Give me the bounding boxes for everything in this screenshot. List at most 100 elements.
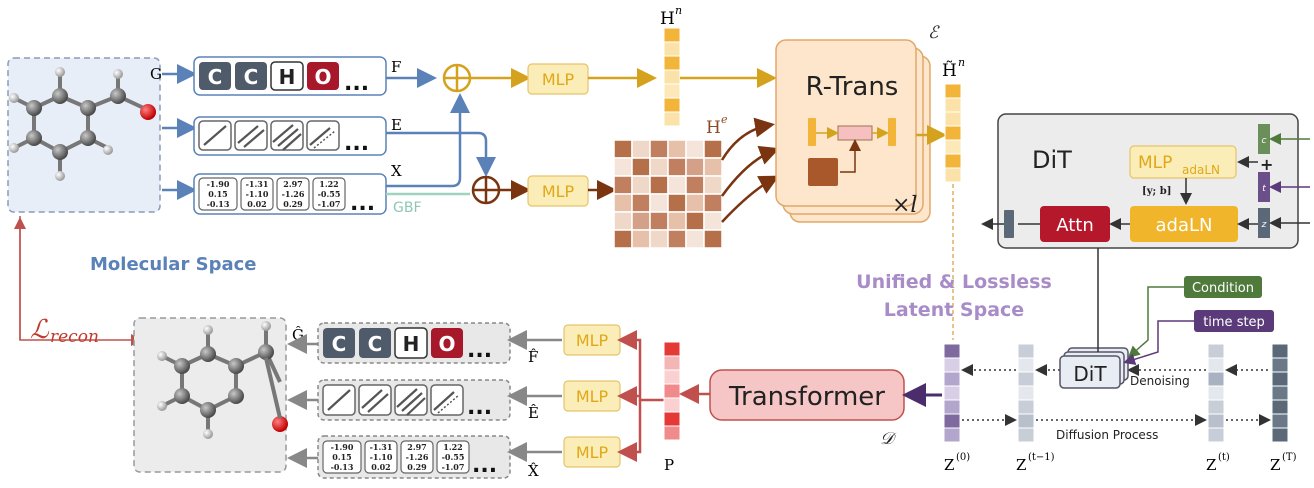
t-label: t xyxy=(1262,184,1266,194)
mlp-node-edge: MLP xyxy=(527,175,589,207)
latent-space-line2: Latent Space xyxy=(884,299,1024,321)
coord-value: -1.10 xyxy=(246,189,269,199)
atom-type-row-recon: C C H O ... xyxy=(317,322,511,364)
label-Fhat: F̂ xyxy=(528,348,538,366)
ellipsis: ... xyxy=(467,395,492,420)
coord-value: 0.29 xyxy=(283,199,303,209)
timestep-chip: time step xyxy=(1194,310,1274,332)
mlp-decoder-bond: MLP xyxy=(563,380,621,412)
atom-token: H xyxy=(279,65,296,89)
coord-value: -1.07 xyxy=(318,199,341,209)
coordinate-row: -1.90 0.15 -0.13 -1.31 -1.10 0.02 2.97 -… xyxy=(193,173,387,216)
attn-block: Attn xyxy=(1056,215,1094,236)
coord-value: -1.26 xyxy=(282,189,305,199)
label-X: X xyxy=(391,162,402,180)
label-Ehat: Ê xyxy=(528,404,539,422)
latent-Zt1: Z (t−1) xyxy=(1016,343,1055,474)
mlp-label: MLP xyxy=(576,331,609,350)
encoder-symbol: ℰ xyxy=(928,23,940,43)
coord-value: -0.55 xyxy=(442,452,465,462)
ellipsis: ... xyxy=(350,191,375,216)
edge-matrix xyxy=(613,139,723,249)
latent-space-line1: Unified & Lossless xyxy=(856,271,1052,293)
plus-sign: + xyxy=(1260,155,1273,174)
coord-value: 0.15 xyxy=(332,452,351,462)
recon-loss-symbol: ℒ xyxy=(30,315,50,345)
dit-title: DiT xyxy=(1032,146,1072,174)
atom-token: O xyxy=(438,332,455,356)
adaln-block: adaLN xyxy=(1156,215,1213,236)
molecular-space-label: Molecular Space xyxy=(90,254,256,275)
coord-value: -1.90 xyxy=(331,442,354,452)
decoder-symbol: 𝒟 xyxy=(880,429,897,449)
Zt1-label: Z xyxy=(1016,456,1026,474)
atom-token: C xyxy=(208,65,223,89)
ellipsis: ... xyxy=(344,131,369,156)
coord-value: -0.13 xyxy=(331,462,354,472)
layers-label: ×𝑙 xyxy=(892,193,917,218)
mlp-adaln-label: MLP xyxy=(1138,153,1172,173)
Zt-label: Z xyxy=(1206,456,1216,474)
coordinate-row-recon: -1.90 0.15 -0.13 -1.31 -1.10 0.02 2.97 -… xyxy=(317,435,511,479)
He-label: H xyxy=(706,118,721,138)
yb-label: [y; b] xyxy=(1142,186,1171,197)
decoder-output-P: P xyxy=(663,341,681,474)
atom-token: C xyxy=(244,65,259,89)
label-E: E xyxy=(391,116,402,134)
ellipsis: ... xyxy=(472,453,497,478)
label-Xhat: X̂ xyxy=(528,462,539,480)
ZT-sup: (T) xyxy=(1282,452,1297,463)
coord-value: 0.15 xyxy=(208,189,227,199)
He-sup: e xyxy=(721,113,728,126)
coord-value: 1.22 xyxy=(443,442,462,452)
coord-value: 0.29 xyxy=(407,462,427,472)
coord-value: 0.02 xyxy=(247,199,266,209)
mlp-decoder-atom: MLP xyxy=(563,324,621,356)
dit-small-title: DiT xyxy=(1073,362,1107,386)
diffusion-process-label: Diffusion Process xyxy=(1056,428,1158,442)
coord-value: -1.26 xyxy=(406,452,429,462)
Htn-sup: n xyxy=(958,56,965,69)
dit-detail-panel: DiT MLP adaLN [y; b] adaLN Attn c + t z xyxy=(981,113,1310,249)
c-label: c xyxy=(1262,136,1267,146)
coord-value: 2.97 xyxy=(407,442,426,452)
bond-type-row: ... xyxy=(193,116,387,156)
recon-loss-sub: recon xyxy=(50,327,99,347)
timestep-label: time step xyxy=(1203,315,1265,330)
r-trans-title: R-Trans xyxy=(806,72,899,102)
label-G: G xyxy=(150,65,162,83)
denoising-label: Denoising xyxy=(1130,374,1190,388)
molecule-input-panel xyxy=(7,57,161,213)
node-embedding-Hn: H n xyxy=(660,4,682,127)
atom-token: O xyxy=(314,65,331,89)
coord-value: -1.10 xyxy=(370,452,393,462)
coord-value: -0.13 xyxy=(207,199,230,209)
mlp-label: MLP xyxy=(576,387,609,406)
z-label: z xyxy=(1261,220,1267,230)
node-embedding-Htilde: H̃ n xyxy=(942,56,965,183)
Zt1-sup: (t−1) xyxy=(1028,452,1055,463)
sum-node-top xyxy=(442,63,472,93)
ZT-label: Z xyxy=(1270,456,1280,474)
Z0-sup: (0) xyxy=(956,452,970,463)
coord-value: 2.97 xyxy=(283,179,302,189)
ellipsis: ... xyxy=(344,71,369,96)
coord-value: -0.55 xyxy=(318,189,341,199)
Htn-label: H̃ xyxy=(942,61,957,81)
Z0-label: Z xyxy=(944,456,954,474)
transformer-decoder: Transformer 𝒟 xyxy=(709,369,905,449)
dit-small-block: DiT xyxy=(1059,347,1129,389)
atom-token: H xyxy=(403,332,420,356)
bond-type-row-recon: ... xyxy=(317,379,511,421)
mlp-decoder-coord: MLP xyxy=(563,436,621,468)
sum-node-bottom xyxy=(471,175,501,205)
Hn-sup: n xyxy=(675,4,682,17)
latent-Z0: Z (0) xyxy=(943,343,970,474)
label-F: F xyxy=(391,58,401,76)
coord-value: -1.07 xyxy=(442,462,465,472)
coord-value: -1.31 xyxy=(246,179,269,189)
molecule-structure-top xyxy=(9,67,156,181)
atom-token: C xyxy=(368,332,383,356)
coord-value: 0.02 xyxy=(371,462,390,472)
